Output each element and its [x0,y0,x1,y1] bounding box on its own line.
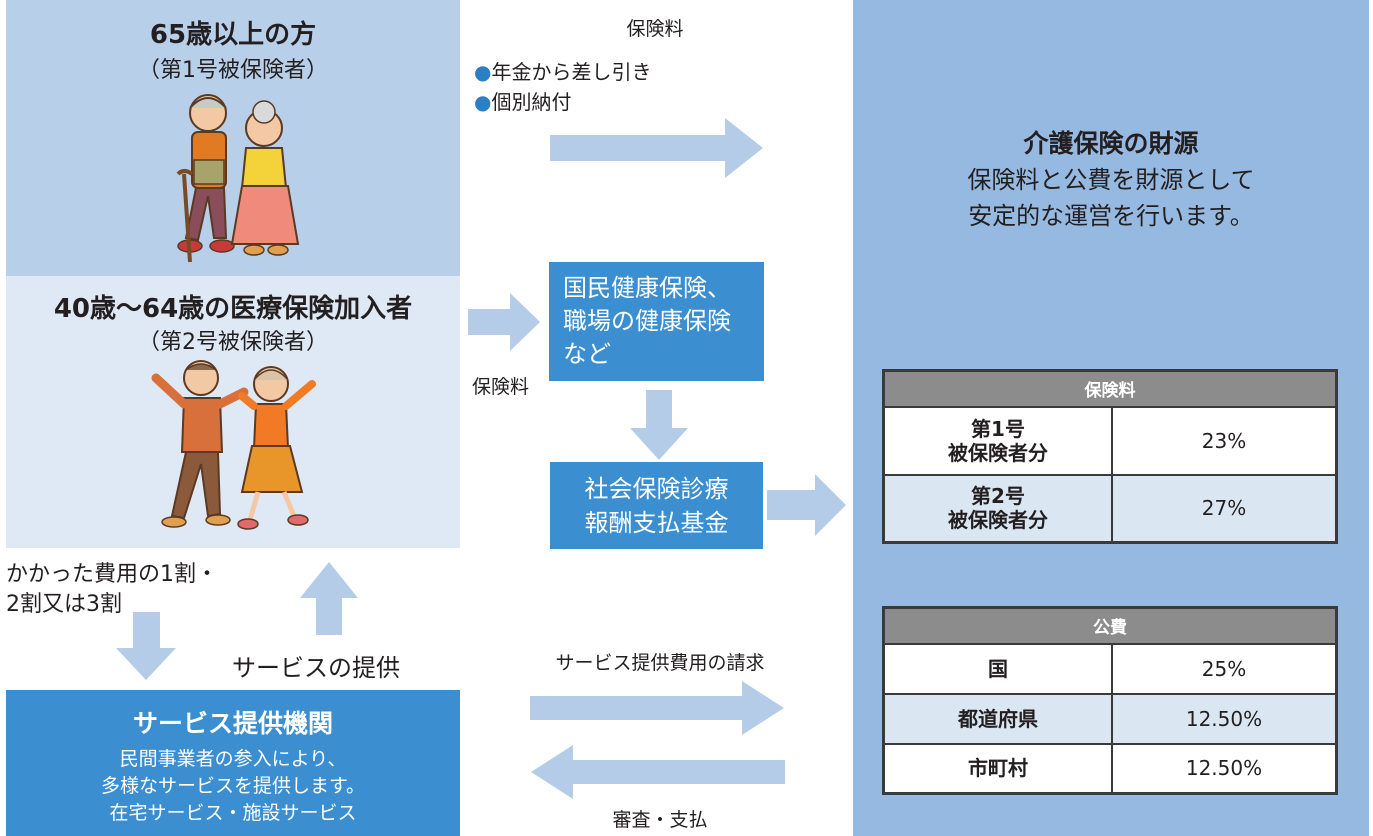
down-arrow [630,390,688,460]
up-arrow [300,562,358,635]
premium-table-header: 保険料 [882,369,1338,408]
second-insured-section: 40歳～64歳の医療保険加入者 （第2号被保険者） [6,276,460,548]
service-provider-line: 多様なサービスを提供します。 [100,775,366,797]
health-insurance-line: 国民健康保険、 [563,274,731,302]
right-arrow [550,118,763,178]
row-label-line: 被保険者分 [948,440,1048,465]
elderly-couple-illustration [176,94,300,263]
service-provider-line: 在宅サービス・施設サービス [109,802,357,824]
service-provision-label: サービスの提供 [232,654,400,682]
bullet-icon: ● [474,60,492,84]
second-insured-title: 40歳～64歳の医療保険加入者 [53,294,413,324]
review-payment-label: 審査・支払 [612,809,708,831]
premium-table: 保険料 第1号 被保険者分 23% 第2号 被保険者分 27% [882,369,1338,544]
dancing-couple-illustration [151,360,316,530]
finance-line-1: 保険料と公費を財源として [967,166,1255,194]
table-row: 国 25% [882,642,1338,695]
bullet-icon: ● [474,90,492,114]
fund-line: 社会保険診療 [584,475,729,503]
right-arrow [767,474,846,536]
down-arrow [116,612,176,680]
service-provider-line: 民間事業者の参入により、 [119,748,347,770]
row-label-line: 第2号 [971,484,1025,509]
first-insured-subtitle: （第1号被保険者） [138,58,328,83]
copay-text: かかった費用の1割・ 2割又は3割 [6,560,218,620]
health-insurance-line: など [563,340,611,368]
premium-method-label: 個別納付 [491,90,572,114]
fund-line: 報酬支払基金 [584,509,729,537]
row-label-line: 被保険者分 [948,508,1048,533]
row-label-second-insured: 第2号 被保険者分 [882,473,1113,544]
health-insurance-box: 国民健康保険、 職場の健康保険 など [549,262,764,381]
public-funds-table: 公費 国 25% 都道府県 12.50% 市町村 12.50% [882,606,1338,795]
left-arrow [531,745,785,799]
first-insured-section: 65歳以上の方 （第1号被保険者） [6,0,460,276]
second-insured-subtitle: （第2号被保険者） [138,330,328,355]
copay-line: かかった費用の1割・ [6,562,218,587]
first-insured-title: 65歳以上の方 [149,20,317,50]
premium-top-heading: 保険料 [626,18,684,40]
table-row: 第1号 被保険者分 23% [882,405,1338,476]
copay-line: 2割又は3割 [6,592,122,617]
row-label-national: 国 [882,642,1113,695]
row-value: 23% [1111,405,1338,476]
row-label-first-insured: 第1号 被保険者分 [882,405,1113,476]
row-value: 12.50% [1111,742,1338,795]
finance-title: 介護保険の財源 [1023,129,1199,158]
row-label-line: 第1号 [971,416,1025,441]
service-claim-label: サービス提供費用の請求 [555,652,765,674]
right-arrow [468,293,540,351]
row-value: 12.50% [1111,692,1338,745]
row-label-municipality: 市町村 [882,742,1113,795]
table-row: 都道府県 12.50% [882,692,1338,745]
finance-line-2: 安定的な運営を行います。 [968,202,1254,230]
row-label-prefecture: 都道府県 [882,692,1113,745]
table-row: 市町村 12.50% [882,742,1338,795]
service-provider-box: サービス提供機関 民間事業者の参入により、 多様なサービスを提供します。 在宅サ… [6,690,460,836]
health-insurance-line: 職場の健康保険 [563,307,731,335]
payment-fund-box: 社会保険診療 報酬支払基金 [550,462,763,549]
table-row: 第2号 被保険者分 27% [882,473,1338,544]
service-provider-desc: 民間事業者の参入により、 多様なサービスを提供します。 在宅サービス・施設サービ… [6,746,460,827]
row-value: 27% [1111,473,1338,544]
right-arrow [530,681,784,735]
premium-method-item: ●年金から差し引き [474,56,651,85]
premium-method-label: 年金から差し引き [491,60,652,84]
premium-method-item: ●個別納付 [474,86,571,115]
row-value: 25% [1111,642,1338,695]
service-provider-title: サービス提供機関 [132,709,333,738]
premium-second-label: 保険料 [472,376,530,398]
public-table-header: 公費 [882,606,1338,645]
